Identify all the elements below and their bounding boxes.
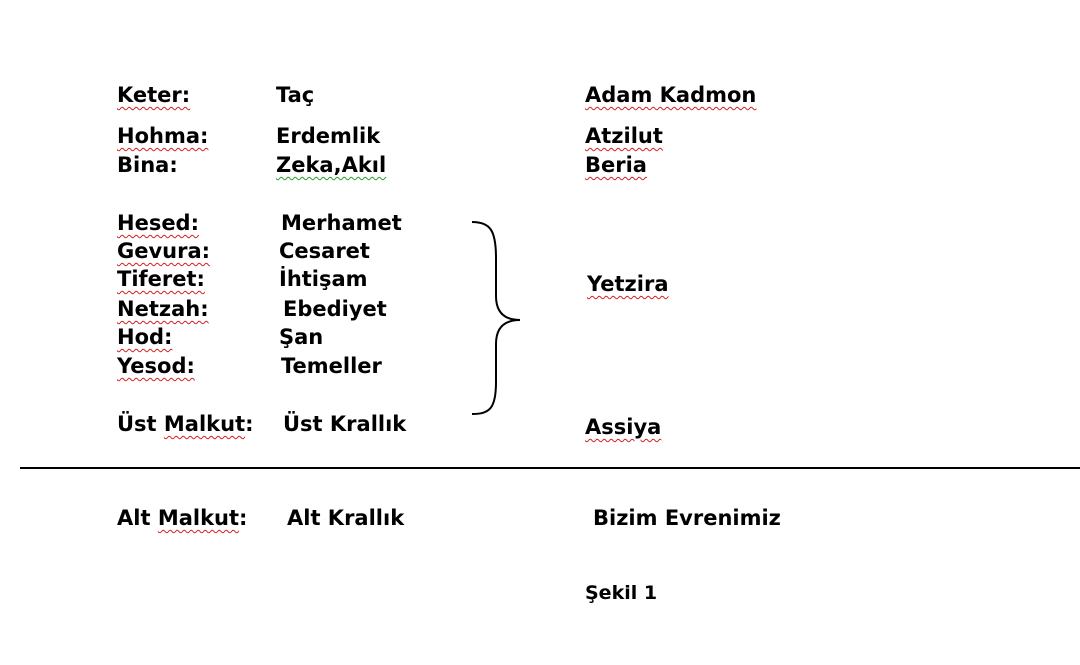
hesed-meaning: Merhamet [281, 211, 402, 235]
hod-name: Hod: [117, 325, 173, 349]
tiferet-meaning: İhtişam [279, 267, 368, 291]
alt-malkut-world: Bizim Evrenimiz [593, 506, 781, 530]
bina-meaning: Zeka,Akıl [276, 153, 387, 177]
ust-malkut-meaning: Üst Krallık [283, 412, 407, 436]
netzah-meaning: Ebediyet [283, 297, 387, 321]
tiferet-name: Tiferet: [117, 267, 205, 291]
alt-malkut-name: Alt Malkut: [117, 506, 248, 530]
gevura-name: Gevura: [117, 239, 211, 263]
ust-malkut-name: Üst Malkut: [117, 411, 254, 437]
ust-malkut-world: Assiya [585, 415, 662, 439]
curly-brace-icon [471, 221, 521, 415]
alt-malkut-meaning: Alt Krallık [287, 506, 405, 530]
keter-world: Adam Kadmon [585, 83, 757, 107]
keter-name: Keter: [117, 83, 191, 107]
hod-meaning: Şan [279, 325, 324, 349]
hohma-world: Atzilut [585, 124, 663, 148]
bina-world: Beria [585, 153, 647, 177]
figure-caption: Şekil 1 [585, 582, 658, 604]
ust-malkut-name-text: Üst Malkut: [117, 412, 254, 436]
yesod-name: Yesod: [117, 354, 195, 378]
gevura-meaning: Cesaret [279, 239, 370, 263]
horizontal-divider [20, 467, 1080, 469]
hohma-name: Hohma: [117, 124, 209, 148]
hohma-meaning: Erdemlik [276, 124, 381, 148]
keter-meaning: Taç [276, 83, 315, 107]
bina-name: Bina: [117, 153, 178, 177]
yetzira-world: Yetzira [587, 272, 669, 296]
hesed-name: Hesed: [117, 211, 199, 235]
netzah-name: Netzah: [117, 297, 209, 321]
yesod-meaning: Temeller [281, 354, 382, 378]
